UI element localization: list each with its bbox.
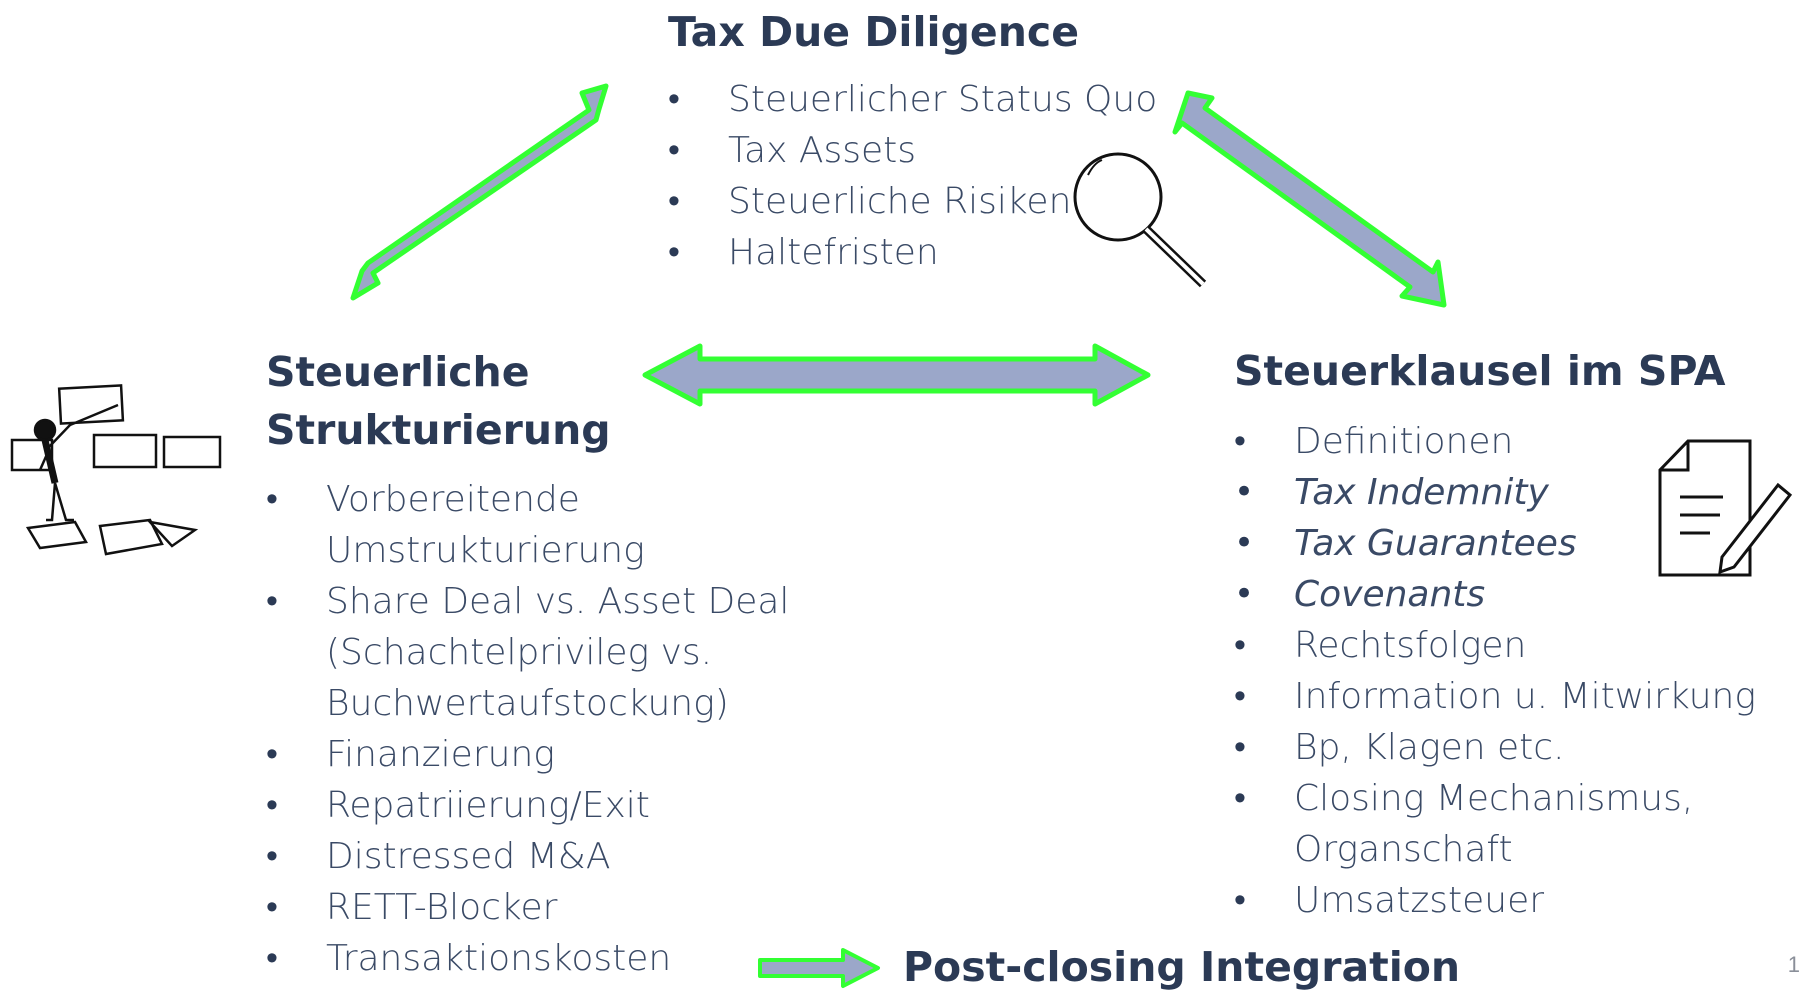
list-item: Steuerliche Risiken — [668, 176, 1157, 227]
right-title: Steuerklausel im SPA — [1234, 347, 1726, 395]
list-item: Rechtsfolgen — [1234, 620, 1794, 671]
list-item: Umsatzsteuer — [1234, 875, 1794, 926]
left-title-line1: Steuerliche — [266, 348, 530, 396]
list-item: Finanzierung — [266, 729, 826, 780]
double-arrow-top-right — [1172, 90, 1447, 308]
list-item: Tax Assets — [668, 125, 1157, 176]
page-number: 1 — [1787, 952, 1800, 977]
top-list: Steuerlicher Status Quo Tax Assets Steue… — [668, 74, 1157, 278]
top-title: Tax Due Diligence — [668, 8, 1080, 56]
list-item: Closing Mechanismus, Organschaft — [1234, 773, 1714, 875]
list-item: Transaktionskosten — [266, 933, 826, 984]
list-item: Information u. Mitwirkung — [1234, 671, 1794, 722]
list-item: Haltefristen — [668, 227, 1157, 278]
list-item: Share Deal vs. Asset Deal (Schachtelpriv… — [266, 576, 826, 729]
left-list: Vorbereitende Umstrukturierung Share Dea… — [266, 474, 826, 984]
double-arrow-top-left — [350, 83, 609, 301]
list-item: Tax Guarantees — [1234, 518, 1794, 569]
list-item: Covenants — [1234, 569, 1794, 620]
right-list: Definitionen Tax Indemnity Tax Guarantee… — [1234, 416, 1794, 926]
stick-figure-documents-icon — [10, 384, 222, 556]
list-item: RETT-Blocker — [266, 882, 826, 933]
bottom-title: Post-closing Integration — [903, 943, 1461, 991]
list-item: Bp, Klagen etc. — [1234, 722, 1794, 773]
list-item: Vorbereitende Umstrukturierung — [266, 474, 646, 576]
list-item: Steuerlicher Status Quo — [668, 74, 1157, 125]
list-item: Tax Indemnity — [1234, 467, 1794, 518]
left-title-line2: Strukturierung — [266, 406, 611, 454]
list-item: Definitionen — [1234, 416, 1794, 467]
list-item: Distressed M&A — [266, 831, 826, 882]
list-item: Repatriierung/Exit — [266, 780, 826, 831]
double-arrow-horizontal — [642, 343, 1151, 407]
left-title: Steuerliche Strukturierung — [266, 343, 611, 459]
